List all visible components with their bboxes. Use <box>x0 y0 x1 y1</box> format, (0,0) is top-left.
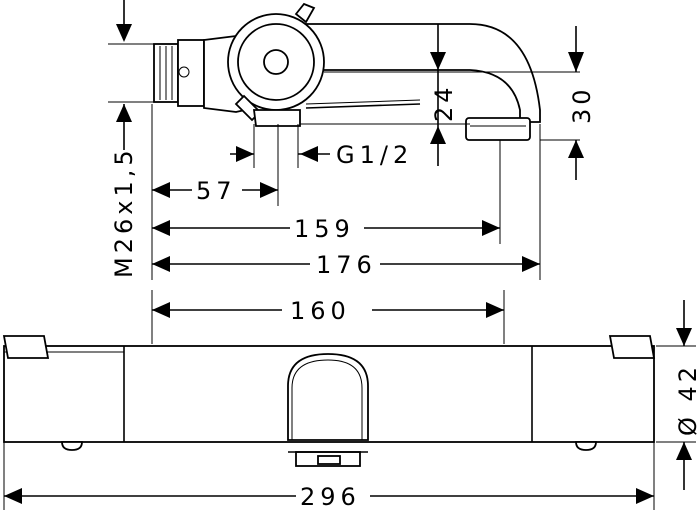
right-end-cap <box>608 335 656 359</box>
left-end-cap <box>2 335 50 359</box>
dim-depth-176: 176 <box>316 251 377 279</box>
dim-connection-thread: G1/2 <box>336 141 413 169</box>
thread-connector <box>153 39 205 107</box>
mounting-bracket <box>252 109 301 127</box>
spout-outlet <box>465 117 531 141</box>
dim-thread-spec: M26x1,5 <box>110 146 138 278</box>
dim-center-160: 160 <box>290 297 351 325</box>
diverter-handle <box>227 2 325 122</box>
dim-diameter-42: Ø 42 <box>674 363 700 436</box>
dim-total-296: 296 <box>300 483 361 511</box>
front-spout <box>287 353 369 441</box>
dim-offset-57: 57 <box>196 177 237 205</box>
spout <box>299 23 541 123</box>
side-view <box>108 0 584 280</box>
dim-spout-159: 159 <box>294 215 355 243</box>
dim-height-30: 30 <box>568 85 596 124</box>
front-view <box>2 290 696 510</box>
dim-height-24: 24 <box>430 83 458 122</box>
